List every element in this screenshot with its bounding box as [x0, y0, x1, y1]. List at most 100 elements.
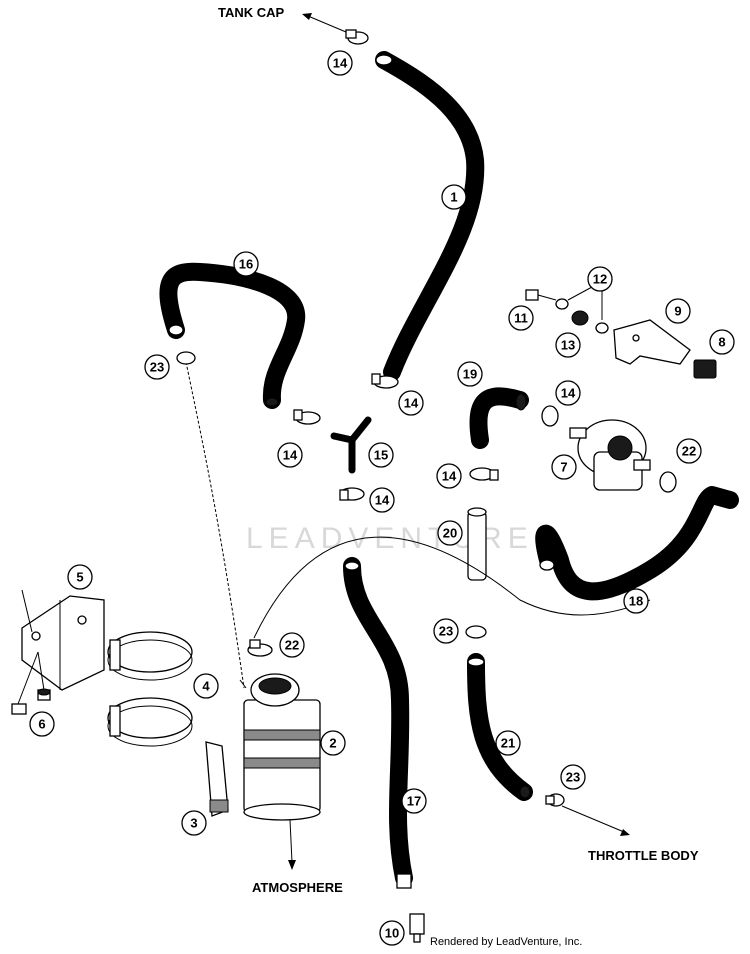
tank-cap-arrow: [302, 13, 347, 33]
callout-6: 6: [29, 711, 55, 737]
svg-text:22: 22: [682, 444, 696, 459]
callout-18: 18: [623, 588, 649, 614]
svg-text:15: 15: [374, 448, 388, 463]
hose-17: [343, 557, 413, 889]
callout-16: 16: [233, 251, 259, 277]
svg-text:23: 23: [566, 770, 580, 785]
fitting-10: [409, 913, 425, 943]
svg-text:20: 20: [443, 526, 457, 541]
leader-6b: [37, 651, 45, 691]
purge-valve-7: [569, 419, 651, 491]
bolt-11: [525, 289, 557, 301]
tank-cap-label: TANK CAP: [218, 5, 285, 20]
svg-text:6: 6: [38, 717, 45, 732]
throttle-body-arrow: [561, 805, 630, 836]
mount-bracket-5: [21, 595, 105, 691]
hose-18: [535, 486, 739, 601]
callout-10: 10: [379, 920, 405, 946]
svg-text:4: 4: [202, 679, 210, 694]
svg-text:14: 14: [333, 56, 348, 71]
washer-12: [555, 298, 609, 334]
svg-text:9: 9: [674, 304, 681, 319]
callout-21: 21: [495, 730, 521, 756]
clamp-22-valve: [659, 471, 677, 493]
svg-text:14: 14: [404, 396, 419, 411]
svg-text:11: 11: [514, 311, 528, 326]
callout-23a: 23: [144, 354, 170, 380]
callout-20: 20: [437, 520, 463, 546]
svg-text:3: 3: [190, 816, 197, 831]
svg-text:14: 14: [561, 386, 576, 401]
clamp-y-bottom: [339, 487, 365, 501]
callout-9: 9: [665, 298, 691, 324]
credit-text: Rendered by LeadVenture, Inc.: [430, 936, 582, 948]
callout-8: 8: [709, 329, 735, 355]
vapor-line: [185, 361, 245, 689]
grommet-13: [571, 310, 589, 326]
callout-22a: 22: [676, 438, 702, 464]
svg-text:18: 18: [629, 594, 643, 609]
callout-23b: 23: [433, 618, 459, 644]
svg-text:16: 16: [239, 257, 253, 272]
callout-14f: 14: [369, 487, 395, 513]
svg-text:12: 12: [593, 272, 607, 287]
clamp-19: [541, 405, 559, 427]
callout-19: 19: [457, 361, 483, 387]
svg-text:21: 21: [501, 736, 515, 751]
callout-2: 2: [320, 730, 346, 756]
svg-text:14: 14: [442, 469, 457, 484]
callout-1: 1: [441, 184, 467, 210]
bracket-9: [613, 319, 691, 365]
bolts-6: [11, 688, 51, 715]
watermark-text: LEADVENTURE: [246, 522, 534, 555]
svg-text:7: 7: [560, 460, 567, 475]
clamp-23-mid: [465, 625, 487, 639]
svg-text:14: 14: [283, 448, 298, 463]
svg-text:1: 1: [450, 190, 457, 205]
svg-text:17: 17: [407, 794, 421, 809]
clamp-20-top: [469, 467, 499, 481]
callout-14b: 14: [398, 390, 424, 416]
svg-text:22: 22: [285, 638, 299, 653]
hose-1: [375, 51, 485, 381]
callout-14d: 14: [277, 442, 303, 468]
callout-5: 5: [67, 564, 93, 590]
callout-4: 4: [193, 673, 219, 699]
callout-14c: 14: [555, 380, 581, 406]
callout-12: 12: [587, 266, 613, 292]
callout-14e: 14: [436, 463, 462, 489]
callout-15: 15: [368, 442, 394, 468]
svg-text:13: 13: [561, 338, 575, 353]
clamp-hose16-end: [293, 409, 321, 425]
callout-22b: 22: [279, 632, 305, 658]
callout-11: 11: [508, 305, 534, 331]
clamp-hose1-end: [371, 373, 399, 389]
svg-text:2: 2: [329, 736, 336, 751]
leader-6a: [17, 651, 39, 705]
leader-5a: [21, 589, 33, 633]
canister-2: [239, 673, 321, 821]
vent-line: [253, 536, 651, 639]
hose-19: [469, 387, 529, 449]
straps-4: [107, 631, 193, 747]
callout-7: 7: [551, 454, 577, 480]
throttle-body-label: THROTTLE BODY: [588, 848, 699, 863]
y-fitting-15: [330, 416, 372, 474]
svg-text:19: 19: [463, 367, 477, 382]
clamp-22-canister: [247, 639, 273, 657]
fitting-20: [467, 507, 487, 581]
clamp-23-upper: [176, 351, 196, 365]
svg-text:8: 8: [718, 335, 725, 350]
svg-text:23: 23: [439, 624, 453, 639]
connector-8: [693, 359, 717, 379]
atmosphere-arrow: [288, 819, 296, 870]
svg-text:23: 23: [150, 360, 164, 375]
bracket-3: [205, 741, 229, 817]
callout-3: 3: [181, 810, 207, 836]
clamp-23-lower: [545, 793, 565, 807]
clamp-top: [345, 29, 369, 45]
atmosphere-label: ATMOSPHERE: [252, 880, 343, 895]
callout-13: 13: [555, 332, 581, 358]
svg-text:5: 5: [76, 570, 83, 585]
